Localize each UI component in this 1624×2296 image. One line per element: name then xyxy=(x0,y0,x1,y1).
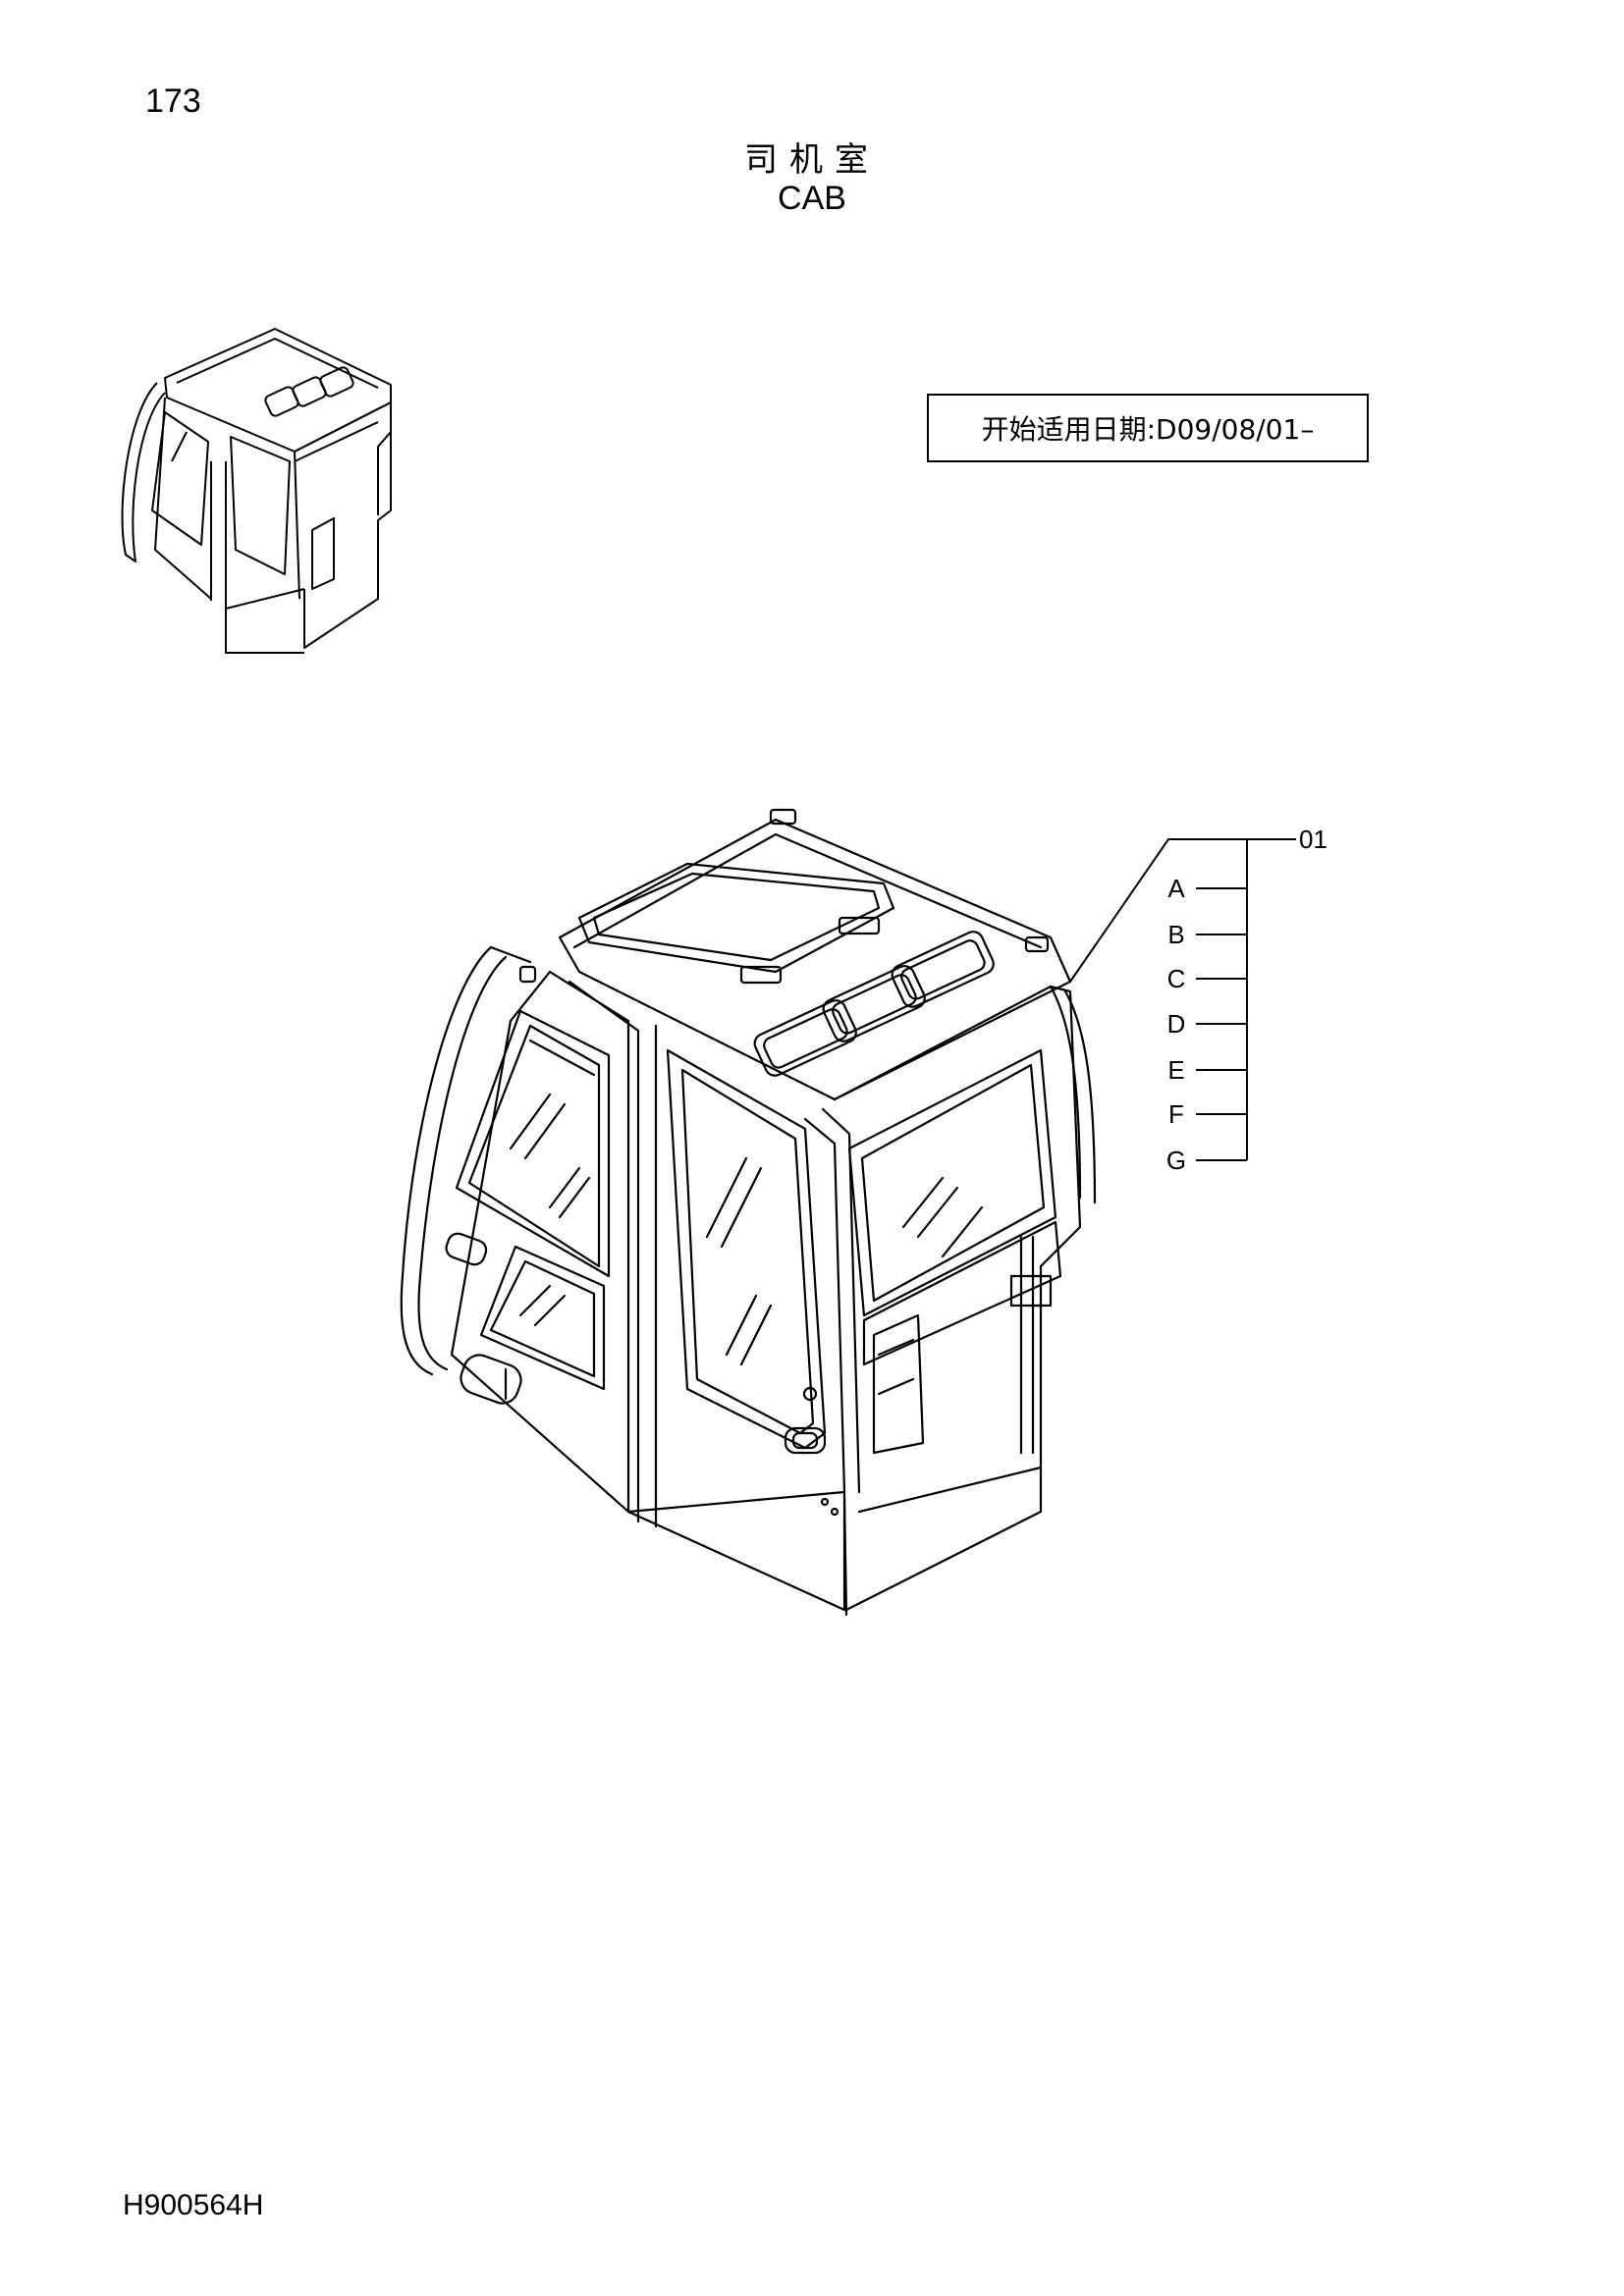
page-title-english: CAB xyxy=(778,180,846,217)
callout-variant-label: B xyxy=(1167,920,1184,949)
applicability-date-box: 开始适用日期:D09/08/01– xyxy=(927,394,1369,462)
applicability-date-text: 开始适用日期:D09/08/01– xyxy=(981,413,1315,446)
page-title-chinese: 司机室 xyxy=(744,140,880,180)
callout-variant-label: C xyxy=(1167,964,1186,993)
callout-leader-line xyxy=(1069,838,1296,983)
page-number: 173 xyxy=(145,82,201,120)
callout-variant-label: F xyxy=(1168,1099,1184,1129)
callout-variant-label: E xyxy=(1167,1055,1184,1085)
callout-variant-label: G xyxy=(1166,1146,1186,1175)
callout-variant-label: D xyxy=(1167,1009,1186,1039)
document-code: H900564H xyxy=(123,2189,264,2221)
callout-part-number: 01 xyxy=(1299,825,1327,854)
callout-variant-label: A xyxy=(1167,874,1185,903)
